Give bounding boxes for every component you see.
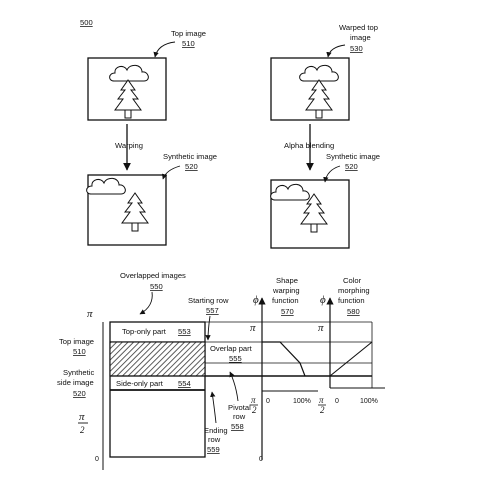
hundred-percent-shape: 100% <box>293 398 311 405</box>
overlapped-images-label: Overlapped images <box>120 271 186 280</box>
ending-row-line1: Ending <box>204 426 228 435</box>
pivotal-row-ref: 558 <box>231 422 244 431</box>
shape-warping-line3: function <box>272 296 299 305</box>
synthetic-image-panel-left <box>86 174 167 246</box>
synthetic-image-right-label: Synthetic image <box>326 152 380 161</box>
pi-shape: π <box>250 322 256 334</box>
pivotal-row-line2: row <box>233 412 246 421</box>
warped-top-image-ref: 530 <box>350 44 363 53</box>
shape-warping-ref: 570 <box>281 307 294 316</box>
overlap-hatch <box>109 341 206 377</box>
top-image-label: Top image <box>171 29 206 38</box>
color-morphing-curve <box>329 341 373 377</box>
synthetic-side-image-line1: Synthetic <box>63 368 94 377</box>
side-only-part-ref: 554 <box>178 379 191 388</box>
color-morphing-line3: function <box>338 296 365 305</box>
synthetic-image-right-ref: 520 <box>345 162 358 171</box>
synthetic-image-panel-right <box>270 179 350 249</box>
starting-row-label: Starting row <box>188 296 229 305</box>
warped-top-image-panel <box>270 57 350 121</box>
phi-color: ϕ <box>320 294 326 306</box>
synthetic-image-left-ref: 520 <box>185 162 198 171</box>
warped-top-image-label-line1: Warped top <box>339 23 378 32</box>
color-morphing-line2: morphing <box>338 286 370 295</box>
starting-row-ref: 557 <box>206 306 219 315</box>
zero-shape-bottom: 0 <box>259 456 263 463</box>
top-only-part-ref: 553 <box>178 327 191 336</box>
synthetic-image-right-leader <box>323 165 341 183</box>
top-image-side-label: Top image <box>59 337 94 346</box>
ending-row-leader <box>210 391 217 424</box>
shape-warping-line2: warping <box>272 286 300 295</box>
warped-top-image-label-line2: image <box>350 33 371 42</box>
overlapped-images-ref: 550 <box>150 282 163 291</box>
phi-shape: ϕ <box>253 294 259 306</box>
pi-left-top: π <box>87 308 93 320</box>
alpha-blending-label: Alpha blending <box>284 141 334 150</box>
color-morphing-line1: Color <box>343 276 362 285</box>
ending-row-ref: 559 <box>207 445 220 454</box>
overlap-part-label: Overlap part <box>210 344 253 353</box>
zero-left: 0 <box>95 456 99 463</box>
pi-over-2-shape-den: 2 <box>252 405 257 415</box>
zero-color: 0 <box>335 398 339 405</box>
pivotal-row-leader <box>229 371 239 402</box>
pivotal-row-line1: Pivotal <box>228 403 251 412</box>
top-image-ref: 510 <box>182 39 195 48</box>
synthetic-image-left-leader <box>161 165 181 180</box>
pi-over-2-shape-num: π <box>251 395 256 405</box>
shape-warping-curve <box>262 341 306 377</box>
shape-warping-line1: Shape <box>276 276 298 285</box>
ending-row-line2: row <box>208 435 221 444</box>
overlap-part-ref: 555 <box>229 354 242 363</box>
color-morphing-ref: 580 <box>347 307 360 316</box>
warping-label: Warping <box>115 141 143 150</box>
top-image-panel <box>87 57 167 121</box>
synthetic-side-image-line2: side image <box>57 378 94 387</box>
warped-top-image-leader <box>326 44 346 58</box>
hundred-percent-color: 100% <box>360 398 378 405</box>
top-only-part-label: Top-only part <box>122 327 167 336</box>
pi-color: π <box>318 322 324 334</box>
pi-over-2-color-num: π <box>319 395 324 405</box>
starting-row-leader <box>205 315 211 341</box>
zero-shape: 0 <box>266 398 270 405</box>
top-image-side-ref: 510 <box>73 347 86 356</box>
top-image-leader <box>153 41 176 58</box>
synthetic-side-image-ref: 520 <box>73 389 86 398</box>
side-only-part-label: Side-only part <box>116 379 164 388</box>
pi-over-2-left-num: π <box>79 411 85 423</box>
pi-over-2-left-den: 2 <box>80 425 85 435</box>
overlapped-images-leader <box>139 291 153 315</box>
synthetic-image-left-label: Synthetic image <box>163 152 217 161</box>
figure-number: 500 <box>80 18 93 27</box>
pi-over-2-color-den: 2 <box>320 405 325 415</box>
